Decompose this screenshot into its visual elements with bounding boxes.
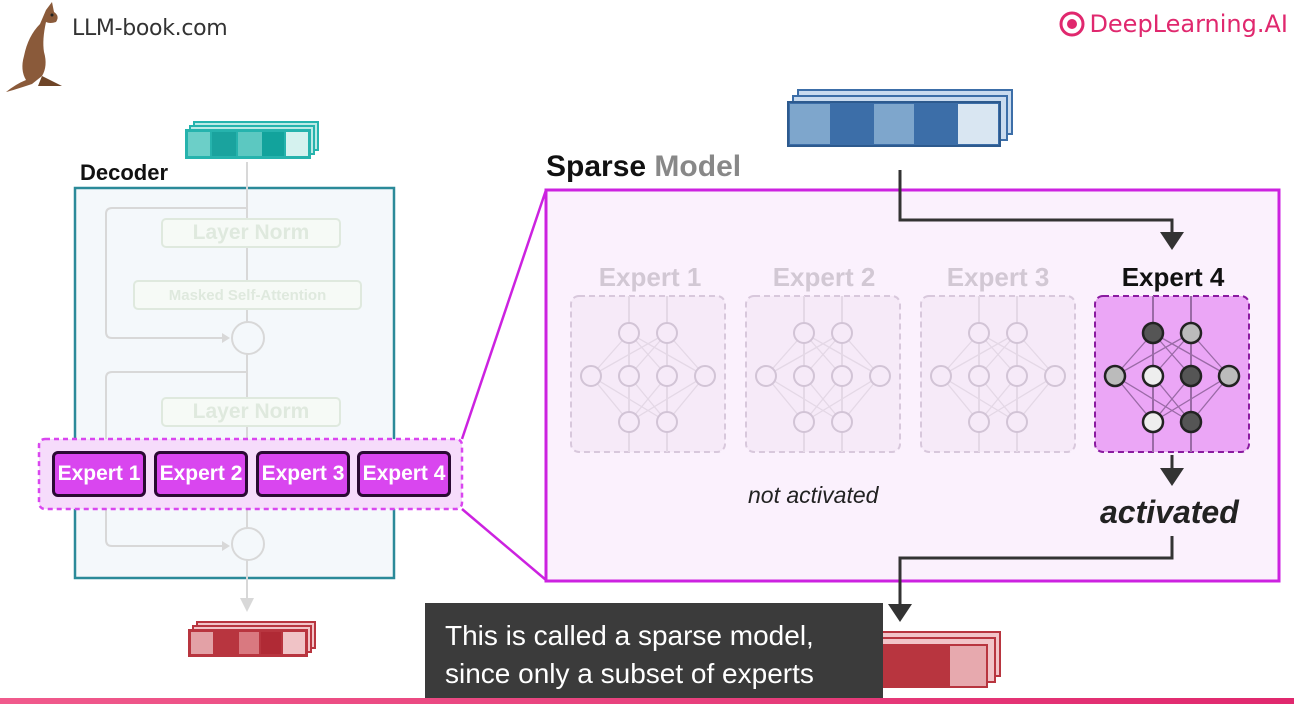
brand-right: DeepLearning.AI — [1059, 10, 1288, 38]
subtitle-line-2: since only a subset of experts — [445, 658, 814, 689]
video-subtitle: This is called a sparse model, since onl… — [425, 603, 883, 704]
bottom-accent-stripe — [0, 698, 1294, 704]
layer-norm-top: Layer Norm — [161, 218, 341, 248]
brand-left-text: LLM-book.com — [72, 16, 228, 41]
add-node-bottom — [231, 527, 265, 561]
decoder-expert-3: Expert 3 — [256, 451, 350, 497]
decoder-expert-4: Expert 4 — [357, 451, 451, 497]
activated-label: activated — [1100, 494, 1239, 530]
sparse-title-word1: Sparse — [546, 150, 647, 183]
decoder-expert-1: Expert 1 — [52, 451, 146, 497]
sparse-model-title: Sparse Model — [546, 150, 741, 184]
layer-norm-bottom: Layer Norm — [161, 397, 341, 427]
decoder-box — [73, 186, 396, 580]
zoom-line-bottom — [461, 508, 547, 581]
sparse-expert-4-title: Expert 4 — [1121, 262, 1225, 292]
brand-right-text: DeepLearning.AI — [1089, 10, 1288, 38]
sparse-expert-2-title: Expert 2 — [772, 262, 876, 292]
sparse-title-word2: Model — [654, 150, 742, 183]
subtitle-line-1: This is called a sparse model, — [445, 620, 814, 651]
arrow-out-expert4 — [1160, 468, 1184, 486]
sparse-input-tokens — [787, 89, 1013, 147]
decoder-input-tokens — [185, 121, 319, 159]
add-node-top — [231, 321, 265, 355]
decoder-output-tokens — [188, 621, 316, 657]
decoder-expert-2: Expert 2 — [154, 451, 248, 497]
kangaroo-logo-icon — [6, 2, 62, 92]
zoom-line-top — [460, 189, 548, 440]
arrow-to-output — [888, 604, 912, 622]
masked-self-attention-box: Masked Self-Attention — [133, 280, 362, 310]
sparse-expert-1-title: Expert 1 — [598, 262, 702, 292]
decoder-label: Decoder — [80, 160, 169, 185]
not-activated-label: not activated — [748, 482, 879, 508]
arrow-into-expert4 — [1160, 232, 1184, 250]
deeplearning-logo-icon — [1059, 11, 1085, 37]
sparse-expert-3-title: Expert 3 — [946, 262, 1050, 292]
